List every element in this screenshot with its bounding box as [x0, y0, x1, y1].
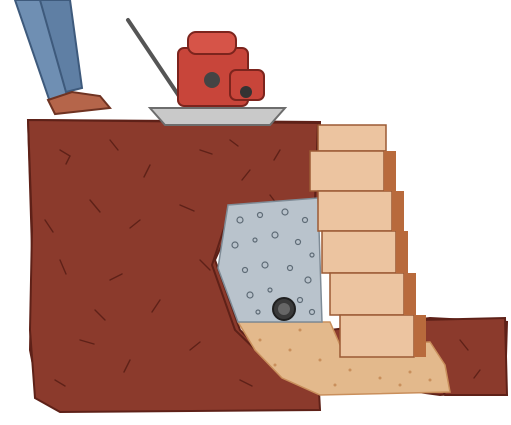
wall-block: [318, 191, 392, 231]
worker-legs: [15, 0, 110, 114]
gravel-backfill: [218, 198, 322, 322]
compactor-wheel: [240, 86, 252, 98]
compactor-tank: [188, 32, 236, 54]
compactor-plate: [150, 108, 285, 125]
wall-block: [310, 151, 384, 191]
plate-compactor: [128, 20, 285, 125]
wall-block: [330, 273, 404, 315]
compactor-handle: [128, 20, 185, 105]
wall-block: [318, 125, 386, 151]
drain-pipe-inner: [278, 303, 290, 315]
wall-block: [322, 231, 396, 273]
compactor-knob: [204, 72, 220, 88]
wall-block: [340, 315, 414, 357]
